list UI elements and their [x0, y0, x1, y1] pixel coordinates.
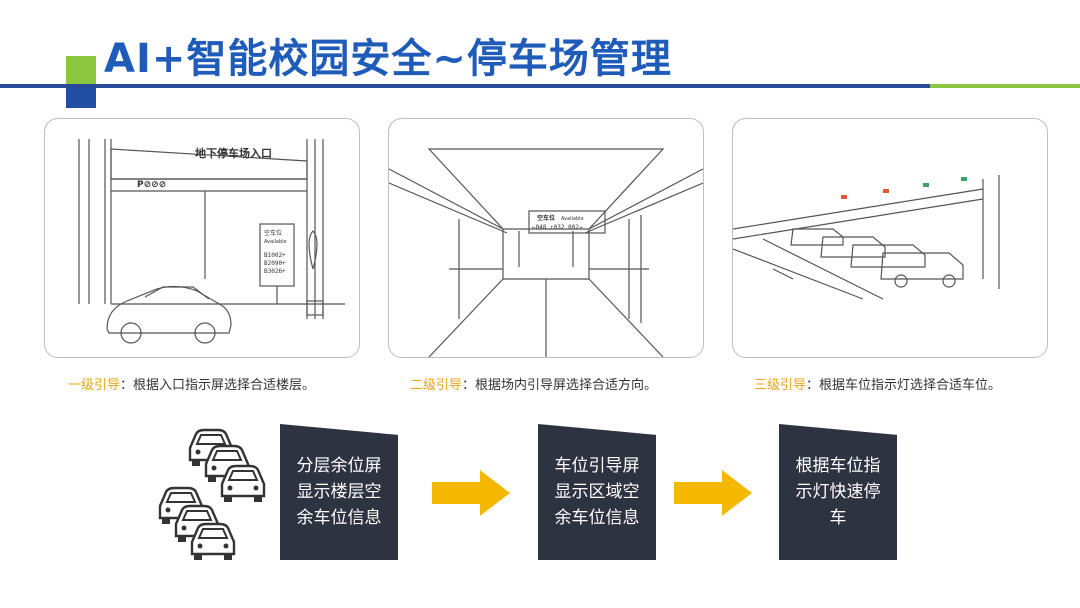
caption-level-3: 三级引导：根据车位指示灯选择合适车位。 [754, 374, 1001, 393]
arrow-right-icon [674, 470, 752, 516]
car-icon [220, 464, 266, 504]
guidance-drawing: 空车位 Available ←048 ↑032 002→ [389, 148, 703, 357]
title-accent-green [66, 56, 96, 86]
entrance-sign-icons: P⊘⊘⊘ [137, 180, 166, 190]
caption-level-text: ：根据入口指示屏选择合适楼层。 [120, 378, 316, 393]
car-icon [190, 522, 236, 562]
title-underline-accent [930, 84, 1080, 88]
entrance-board-row: B1002+ [264, 252, 286, 259]
flow-step-text: 分层余位屏显示楼层空余车位信息 [296, 456, 382, 528]
entrance-board-sub: Available [264, 239, 287, 245]
caption-level-text: ：根据场内引导屏选择合适方向。 [462, 378, 658, 393]
title-accent-blue [66, 86, 96, 108]
slide-title: AI+智能校园安全~停车场管理 [104, 36, 672, 82]
caption-level-label: 三级引导 [754, 378, 807, 393]
flow-step-guidance-screen: 车位引导屏显示区域空余车位信息 [538, 424, 656, 560]
caption-level-label: 二级引导 [410, 378, 463, 393]
guidance-board-sub: Available [561, 216, 584, 222]
caption-level-label: 一级引导 [68, 378, 121, 393]
spot-lights-drawing [733, 175, 1000, 300]
guidance-board-title: 空车位 [537, 214, 555, 222]
caption-level-2: 二级引导：根据场内引导屏选择合适方向。 [410, 374, 657, 393]
guidance-board-row: ←048 ↑032 002→ [532, 224, 583, 231]
flow-step-text: 车位引导屏显示区域空余车位信息 [554, 456, 640, 528]
entrance-board-row: B3026+ [264, 268, 286, 275]
entrance-board-row: B2090+ [264, 260, 286, 267]
caption-level-text: ：根据车位指示灯选择合适车位。 [806, 378, 1002, 393]
flow-step-text: 根据车位指示灯快速停车 [795, 456, 881, 528]
title-underline [0, 84, 1080, 88]
illustration-guidance-screen: 空车位 Available ←048 ↑032 002→ [388, 118, 704, 358]
entrance-drawing: 地下停车场入口 P⊘⊘⊘ 空车位 Available B1002+ B2090+… [78, 139, 345, 344]
illustration-spot-lights [732, 118, 1048, 358]
flow-step-floor-screen: 分层余位屏显示楼层空余车位信息 [280, 424, 398, 560]
caption-level-1: 一级引导：根据入口指示屏选择合适楼层。 [68, 374, 315, 393]
entrance-sign-text: 地下停车场入口 [195, 146, 272, 160]
arrow-right-icon [432, 470, 510, 516]
flow-step-spot-lights: 根据车位指示灯快速停车 [779, 424, 897, 560]
illustration-entrance: 地下停车场入口 P⊘⊘⊘ 空车位 Available B1002+ B2090+… [44, 118, 360, 358]
entrance-board-title: 空车位 [264, 229, 282, 237]
car-icon-cluster [158, 428, 266, 562]
